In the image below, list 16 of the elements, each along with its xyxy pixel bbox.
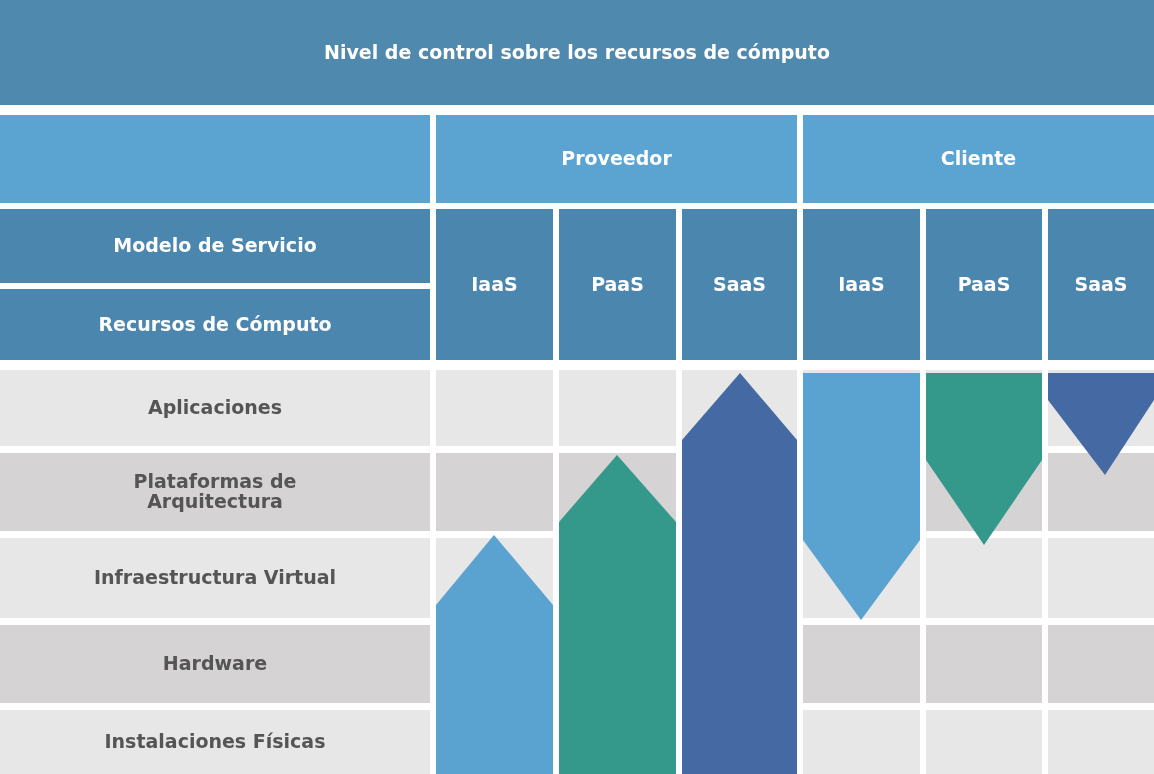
column-header: SaaS (1048, 209, 1154, 360)
column-header: SaaS (682, 209, 797, 360)
group-header: Proveedor (436, 115, 797, 203)
row-label: Instalaciones Físicas (0, 710, 430, 774)
row-header: Modelo de Servicio (0, 209, 430, 283)
row-label: Aplicaciones (0, 370, 430, 446)
row-label: Plataformas de Arquitectura (0, 453, 430, 531)
row-label: Hardware (0, 625, 430, 703)
row-label: Infraestructura Virtual (0, 538, 430, 618)
column-header: IaaS (803, 209, 920, 360)
title-banner: Nivel de control sobre los recursos de cómputo (0, 0, 1154, 105)
column-header: PaaS (926, 209, 1042, 360)
row-header: Recursos de Cómputo (0, 289, 430, 360)
group-header: Cliente (803, 115, 1154, 203)
column-header: PaaS (559, 209, 676, 360)
column-header: IaaS (436, 209, 553, 360)
